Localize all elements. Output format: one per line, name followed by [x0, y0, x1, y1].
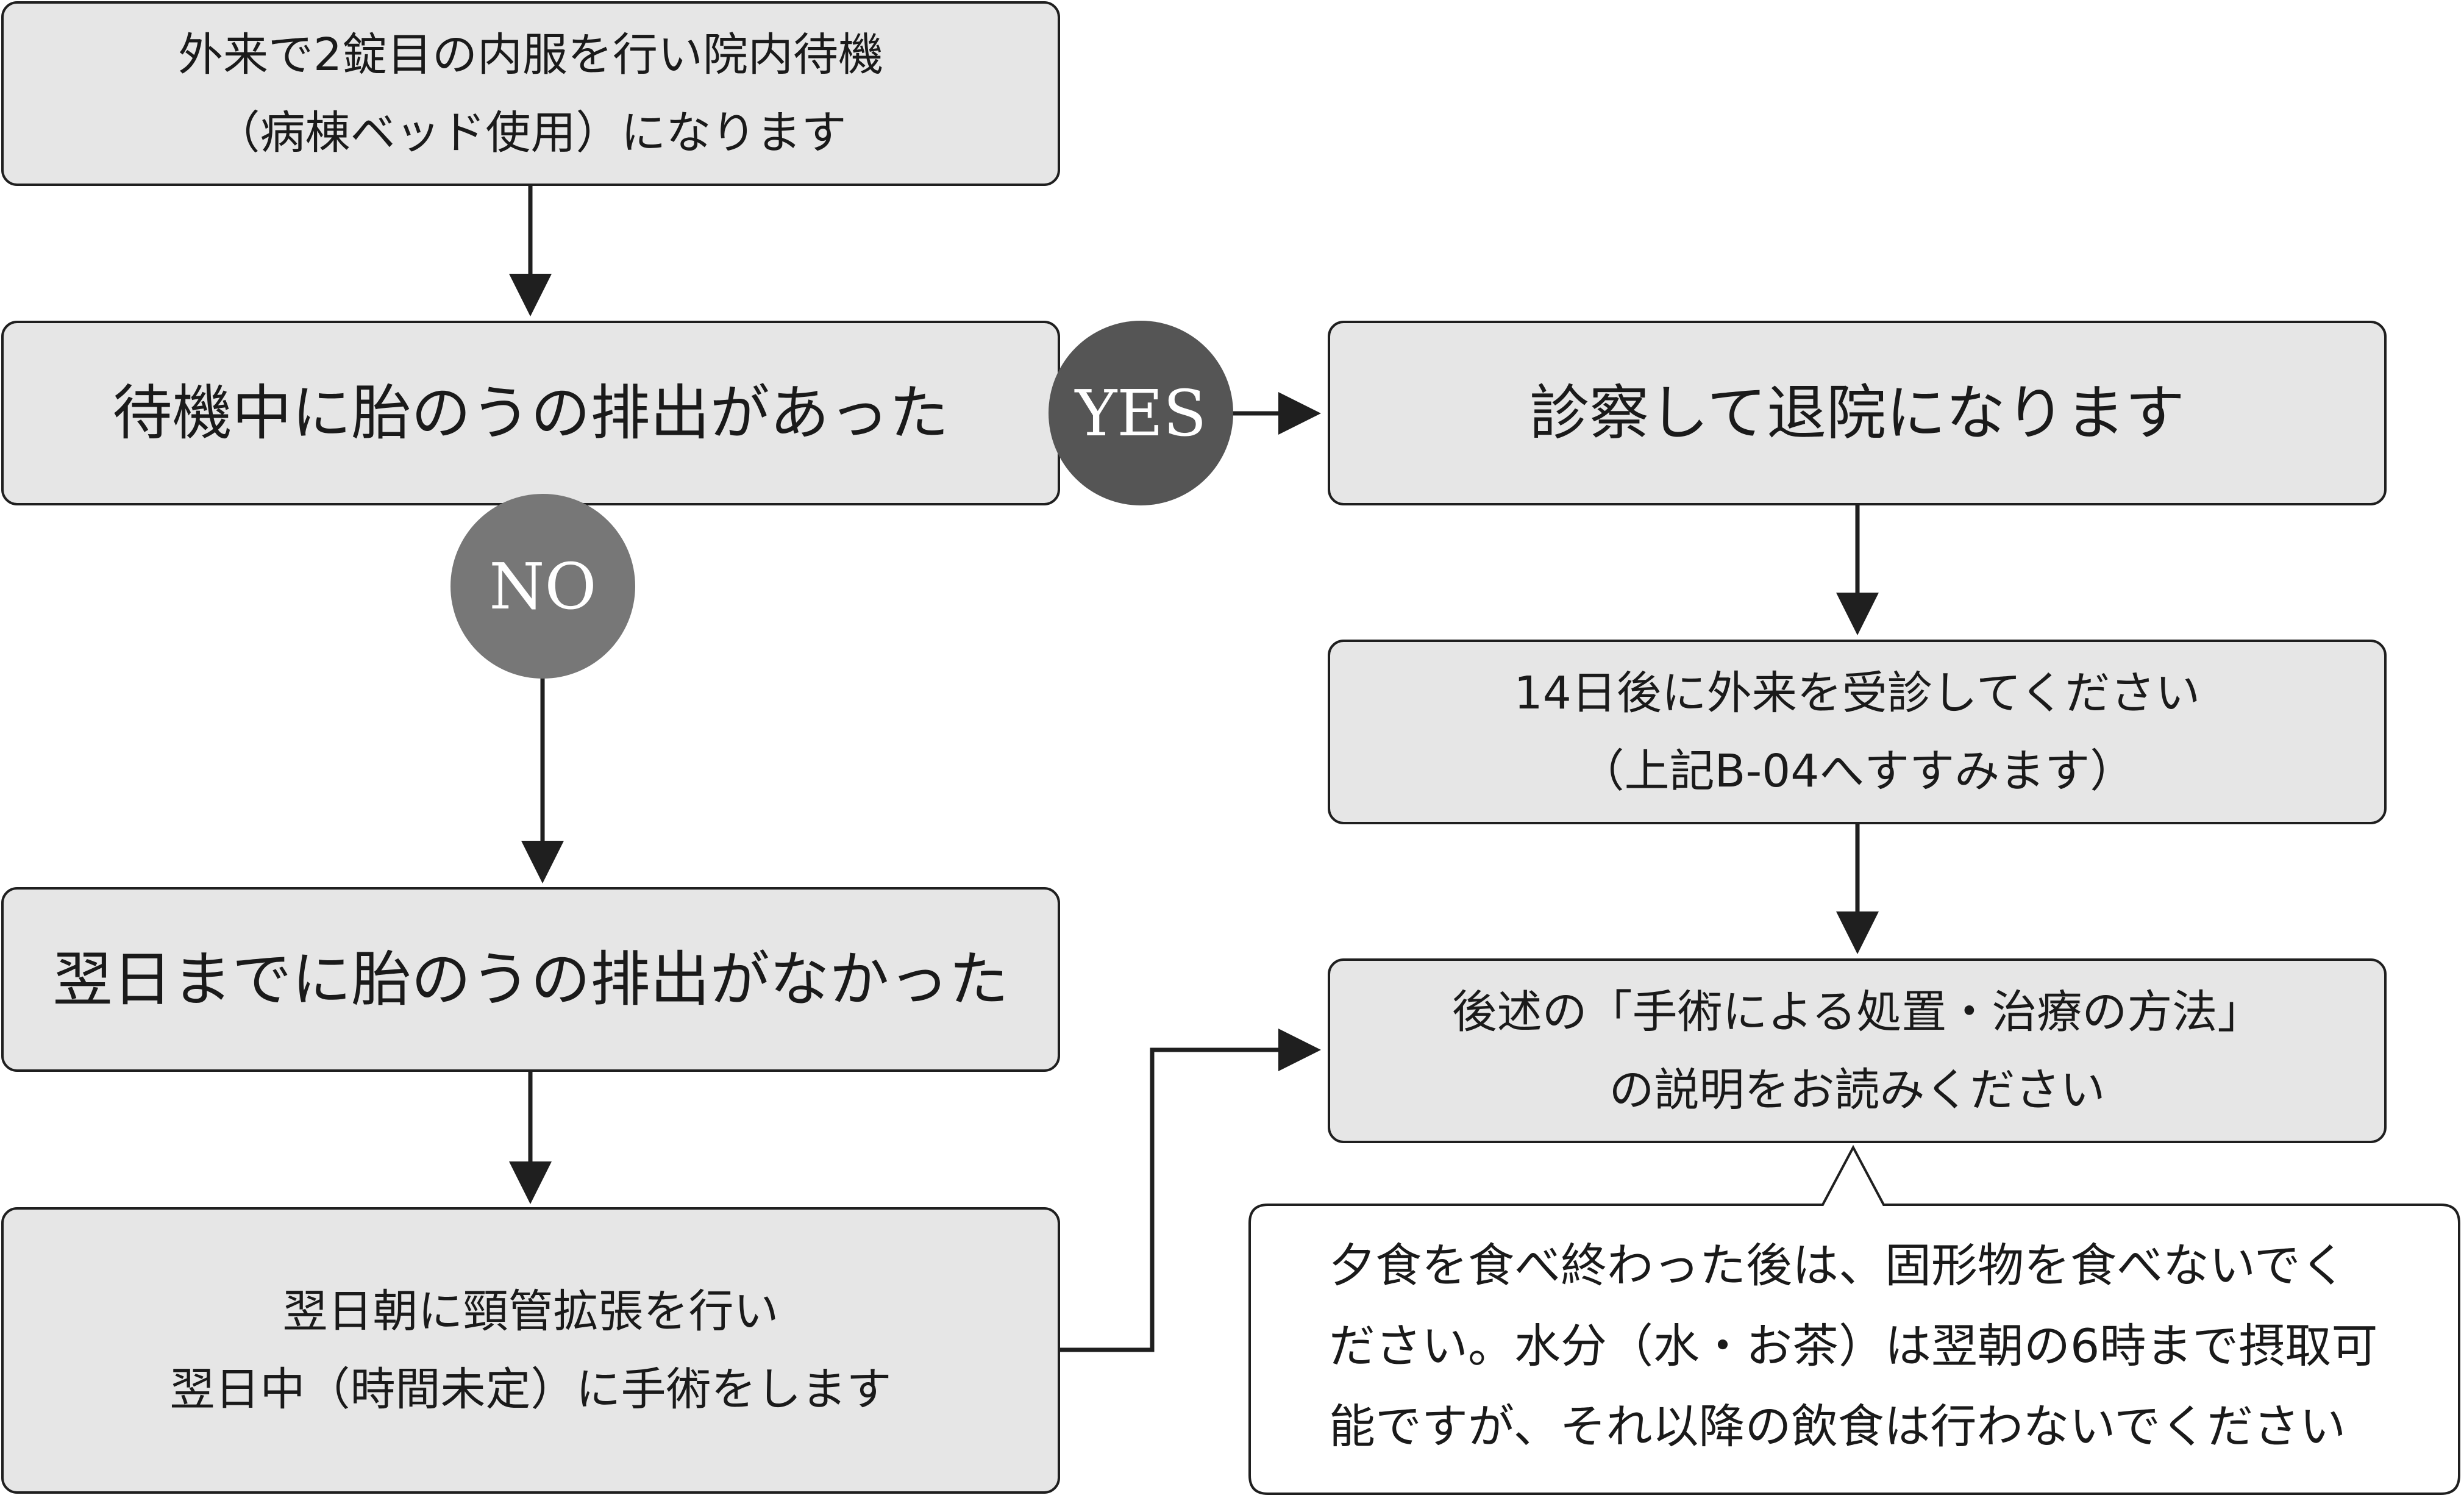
start-line-1: 外来で2錠目の内服を行い院内待機	[177, 28, 884, 81]
surgery-box: 翌日朝に頸管拡張を行い 翌日中（時間未定）に手術をします	[1, 1207, 1060, 1494]
note-line-1: 夕食を食べ終わった後は、固形物を食べないでく	[1329, 1238, 2347, 1293]
note-line-2: ださい。水分（水・お茶）は翌朝の6時まで摂取可	[1329, 1319, 2378, 1373]
surgery-line-2: 翌日中（時間未定）に手術をします	[169, 1363, 892, 1416]
exam-discharge-text: 診察して退院になります	[1529, 378, 2185, 448]
exam-discharge-box: 診察して退院になります	[1328, 321, 2387, 505]
start-line-2: （病棟ベッド使用）になります	[215, 106, 847, 159]
note-line-3: 能ですが、それ以降の飲食は行わないでください	[1329, 1399, 2346, 1453]
followup-line-2: （上記B-04へすすみます）	[1579, 744, 2135, 797]
start-box: 外来で2錠目の内服を行い院内待機 （病棟ベッド使用）になります	[1, 1, 1060, 186]
expelled-question-box: 待機中に胎のうの排出があった	[1, 321, 1060, 505]
note-bubble	[1248, 1144, 2460, 1495]
followup-line-1: 14日後に外来を受診してください	[1514, 666, 2201, 719]
read-method-box: 後述の「手術による処置・治療の方法」 の説明をお読みください	[1328, 958, 2387, 1143]
note-text: 夕食を食べ終わった後は、固形物を食べないでく ださい。水分（水・お茶）は翌朝の6…	[1329, 1225, 2402, 1467]
surgery-line-1: 翌日朝に頸管拡張を行い	[282, 1285, 779, 1338]
arrow-surgery-to-method	[1059, 1029, 1321, 1352]
not-expelled-box: 翌日までに胎のうの排出がなかった	[1, 887, 1060, 1072]
expelled-question-text: 待機中に胎のうの排出があった	[112, 378, 949, 448]
followup-box: 14日後に外来を受診してください （上記B-04へすすみます）	[1328, 640, 2387, 824]
yes-label: YES	[1075, 376, 1207, 451]
not-expelled-text: 翌日までに胎のうの排出がなかった	[52, 944, 1009, 1015]
read-method-line-2: の説明をお読みください	[1609, 1063, 2106, 1116]
read-method-line-1: 後述の「手術による処置・治療の方法」	[1451, 985, 2263, 1038]
no-branch-circle: NO	[450, 494, 635, 679]
yes-branch-circle: YES	[1049, 321, 1233, 505]
no-label: NO	[489, 549, 597, 624]
